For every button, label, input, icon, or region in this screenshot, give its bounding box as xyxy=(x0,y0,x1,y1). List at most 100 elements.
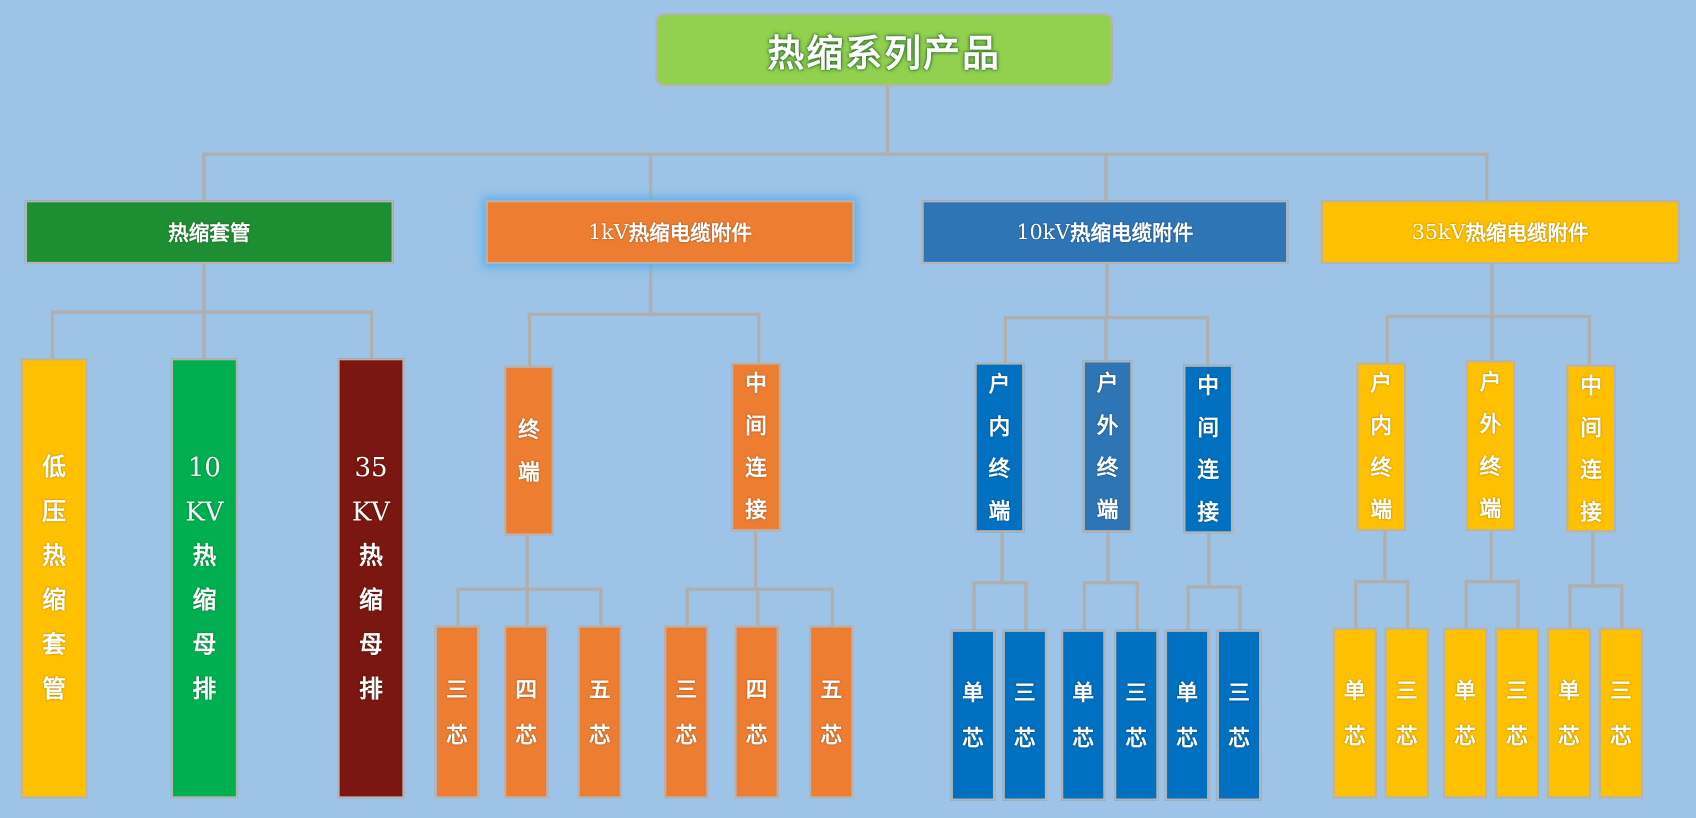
node-text: 中 xyxy=(1197,372,1219,399)
connector-line xyxy=(1104,152,1108,203)
root-node: 热缩系列产品 xyxy=(655,12,1113,87)
node-text: 芯 xyxy=(446,721,468,748)
node-text: 排 xyxy=(359,675,383,703)
node-text: 芯 xyxy=(1558,722,1580,749)
node-text: 芯 xyxy=(1343,722,1366,749)
node-text: 间 xyxy=(745,412,767,439)
node-text: 户 xyxy=(1096,369,1119,396)
node-text: 三 xyxy=(1610,677,1632,704)
node-text: 芯 xyxy=(962,724,984,751)
node-text: 芯 xyxy=(820,721,843,748)
connector-line xyxy=(1490,262,1494,319)
node-text: 三 xyxy=(1506,677,1528,704)
node-text: 单 xyxy=(1454,677,1476,704)
leaf-node: 四芯 xyxy=(734,625,779,799)
leaf-node: 单芯 xyxy=(1164,629,1210,801)
node-text: KV xyxy=(351,496,391,527)
connector-line xyxy=(1082,581,1086,632)
node-text: 芯 xyxy=(1176,724,1198,751)
connector-line xyxy=(525,534,529,591)
node-text: 三 xyxy=(1125,679,1148,706)
connector-line xyxy=(971,581,976,632)
connector-line xyxy=(369,310,374,361)
node-text: 终 xyxy=(518,416,540,443)
node-text: 端 xyxy=(988,497,1011,524)
node-text: 外 xyxy=(1479,411,1502,438)
node-text: 三 xyxy=(1228,679,1250,706)
connector-line xyxy=(753,530,758,591)
connector-line xyxy=(1003,315,1007,365)
leaf-node: 三芯 xyxy=(664,625,709,799)
connector-line xyxy=(1489,530,1493,584)
connector-line xyxy=(1619,584,1623,630)
node-text: 三 xyxy=(1014,679,1036,706)
connector-line xyxy=(598,587,602,628)
node-text: 连 xyxy=(1197,456,1219,483)
node-text: 缩 xyxy=(359,586,383,615)
node-text: 端 xyxy=(1096,496,1119,523)
leaf-node: 单芯 xyxy=(1546,627,1592,799)
connector-line xyxy=(525,587,529,628)
subcategory-node: 户外终端 xyxy=(1465,360,1516,532)
node-text: 单 xyxy=(1176,679,1198,706)
leaf-node: 三芯 xyxy=(1494,627,1540,799)
node-text: 压 xyxy=(42,498,66,526)
connector-line xyxy=(202,310,206,361)
connector-line xyxy=(755,587,759,628)
node-text: 母 xyxy=(359,631,383,659)
connector-line xyxy=(1587,314,1592,367)
node-text: 连 xyxy=(1580,456,1602,483)
connector-line xyxy=(1135,581,1139,632)
connector-line xyxy=(1106,531,1110,585)
node-text: 终 xyxy=(988,454,1011,481)
node-text: 芯 xyxy=(1454,722,1476,749)
node-text: 三 xyxy=(1395,677,1418,704)
connector-line xyxy=(685,587,689,628)
node-text: 连 xyxy=(745,454,767,481)
node-text: 三 xyxy=(675,676,698,703)
node-text: 单 xyxy=(1343,677,1366,704)
connector-line xyxy=(1207,532,1211,589)
node-text: 芯 xyxy=(1072,724,1095,751)
subcategory-node: 户外终端 xyxy=(1082,360,1133,533)
subcategory-node: 中间连接 xyxy=(731,362,781,532)
node-text: 五 xyxy=(820,676,843,703)
node-text: 四 xyxy=(745,676,768,703)
connector-line xyxy=(1485,152,1489,203)
connector-line xyxy=(885,85,890,156)
connector-line xyxy=(455,587,460,628)
node-text: 户 xyxy=(1370,370,1393,397)
node-text: 热 xyxy=(42,542,66,570)
node-text: 单 xyxy=(1558,677,1580,704)
connector-line xyxy=(202,152,206,203)
node-text: 内 xyxy=(1370,412,1393,439)
connector-line xyxy=(1104,315,1108,363)
node-text: 热 xyxy=(192,542,217,570)
node-text: 套 xyxy=(42,631,66,659)
node-text: 缩 xyxy=(42,586,66,615)
node-text: 接 xyxy=(745,496,767,523)
node-text: 35 xyxy=(354,451,388,483)
connector-line xyxy=(830,587,834,628)
connector-line xyxy=(1206,315,1210,367)
connector-line xyxy=(527,312,761,316)
node-text: 五 xyxy=(588,676,611,703)
connector-line xyxy=(1463,579,1468,630)
leaf-node: 单芯 xyxy=(1332,627,1377,799)
subcategory-node: 中间连接 xyxy=(1566,364,1616,533)
connector-line xyxy=(971,581,1028,585)
leaf-node: 三芯 xyxy=(1002,629,1048,801)
leaf-node: 三芯 xyxy=(1598,627,1643,799)
node-text: 芯 xyxy=(1014,724,1036,751)
node-text: 户 xyxy=(1479,368,1502,395)
category-node: 热缩套管 xyxy=(24,200,394,265)
leaf-node: 单芯 xyxy=(1061,629,1106,801)
node-text: 中 xyxy=(745,370,767,397)
category-label: 热缩电缆附件 xyxy=(628,221,752,246)
node-text: 芯 xyxy=(1228,724,1250,751)
node-text: 排 xyxy=(192,675,217,703)
leaf-node: 五芯 xyxy=(577,625,622,799)
